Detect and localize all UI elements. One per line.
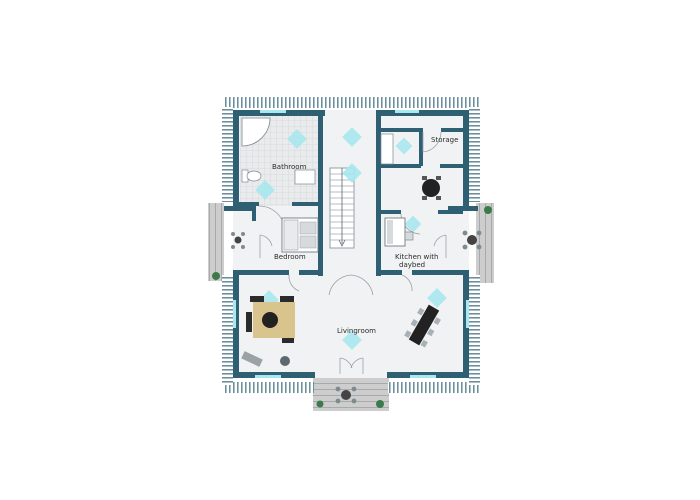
skylight-icon [255,127,447,350]
railing-bottom [224,382,314,393]
toilet-icon [241,169,262,183]
railing-left-lower [222,275,233,385]
bathroom-sink [294,169,316,185]
room-label-kitchen-1: Kitchen with [395,253,438,261]
sideboard [241,351,263,367]
railing-left-upper [222,107,233,202]
terrace-right [476,203,494,283]
railing-right-lower [469,275,480,385]
kitchen-counter [380,133,394,165]
round-table-icon [462,230,482,250]
round-table-icon [422,176,441,200]
long-table [404,304,441,348]
room-label-bathroom: Bathroom [272,163,307,171]
interior-walls [239,116,469,276]
railing-bottom-right [388,382,480,393]
room-label-kitchen-2: daybed [399,261,425,269]
door-icon [258,131,447,374]
room-label-storage: Storage [431,136,458,144]
round-table-icon [335,386,357,404]
bed-icon [281,217,319,253]
sofa-icon [384,217,414,247]
windows [233,110,469,378]
room-label-livingroom: Livingroom [337,327,376,335]
pouf [280,356,290,366]
stairs-icon [329,167,355,249]
room-label-bedroom: Bedroom [274,253,306,261]
round-table-icon [231,232,245,249]
railing-right-upper [469,107,480,202]
railing-top [224,97,480,108]
terrace-left [208,203,224,281]
plant-icon [212,206,492,408]
shower-icon [241,117,271,147]
dining-table-wood [246,296,295,343]
